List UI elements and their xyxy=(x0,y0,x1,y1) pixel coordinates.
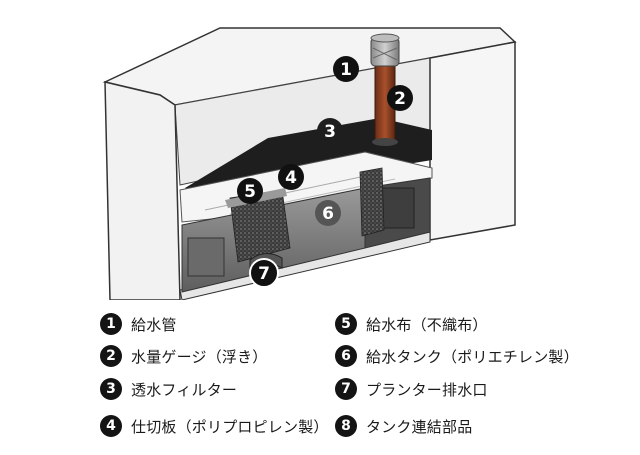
legend-label: 仕切板（ポリプロピレン製） xyxy=(131,417,329,436)
legend-number: 6 xyxy=(335,345,357,367)
legend-item-5: 5 給水布（不織布） xyxy=(335,311,488,337)
wicking-cloth xyxy=(225,167,385,263)
legend-label: プランター排水口 xyxy=(366,380,488,399)
legend-label: タンク連結部品 xyxy=(366,417,473,436)
callout-7: 7 xyxy=(249,258,279,288)
legend-item-4: 4 仕切板（ポリプロピレン製） xyxy=(100,413,329,439)
legend-number: 3 xyxy=(100,378,122,400)
legend-label: 給水タンク（ポリエチレン製） xyxy=(366,347,579,366)
legend-item-2: 2 水量ゲージ（浮き） xyxy=(100,343,268,369)
callout-1: 1 xyxy=(333,56,359,82)
svg-text:6: 6 xyxy=(322,204,334,224)
svg-text:7: 7 xyxy=(258,264,270,284)
legend: 1 給水管 2 水量ゲージ（浮き） 3 透水フィルター 4 仕切板（ポリプロピレ… xyxy=(0,300,640,455)
svg-text:4: 4 xyxy=(285,168,297,188)
legend-item-1: 1 給水管 xyxy=(100,311,177,337)
planter-cutaway-diagram: 1 2 3 4 5 6 7 xyxy=(102,27,517,300)
legend-number: 1 xyxy=(100,313,122,335)
legend-number: 7 xyxy=(335,378,357,400)
svg-text:5: 5 xyxy=(244,182,256,202)
water-supply-pipe xyxy=(370,33,400,146)
legend-label: 給水布（不織布） xyxy=(366,315,488,334)
legend-number: 4 xyxy=(100,415,122,437)
legend-label: 給水管 xyxy=(131,315,177,334)
callout-3: 3 xyxy=(317,118,343,144)
callout-6: 6 xyxy=(315,200,341,226)
legend-number: 2 xyxy=(100,345,122,367)
legend-item-8: 8 タンク連結部品 xyxy=(335,413,472,439)
planter-body xyxy=(102,27,517,300)
legend-item-7: 7 プランター排水口 xyxy=(335,376,488,402)
legend-item-6: 6 給水タンク（ポリエチレン製） xyxy=(335,343,579,369)
legend-item-3: 3 透水フィルター xyxy=(100,376,237,402)
callout-4: 4 xyxy=(278,164,304,190)
svg-text:3: 3 xyxy=(324,122,336,142)
svg-text:1: 1 xyxy=(340,60,352,80)
callout-5: 5 xyxy=(237,178,263,204)
legend-number: 5 xyxy=(335,313,357,335)
legend-label: 水量ゲージ（浮き） xyxy=(131,347,268,366)
svg-text:2: 2 xyxy=(394,89,406,109)
callout-2: 2 xyxy=(387,85,413,111)
legend-number: 8 xyxy=(335,415,357,437)
legend-label: 透水フィルター xyxy=(131,380,238,399)
